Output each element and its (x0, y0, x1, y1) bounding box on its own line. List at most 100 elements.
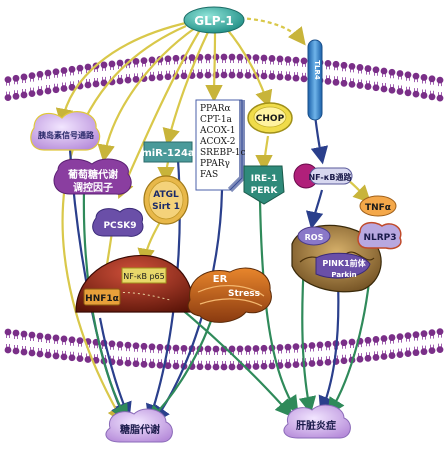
membrane-lipid-head (132, 360, 140, 368)
mir124a-label: miR-124a (141, 148, 194, 159)
membrane-lipid-head (388, 352, 396, 359)
nfkb-p65-label: NF-κB p65 (123, 272, 164, 281)
membrane-lipid-head (228, 363, 236, 371)
membrane-lipid-head (324, 59, 332, 67)
membrane-lipid-head (436, 346, 444, 354)
membrane-lipid-head (372, 66, 380, 74)
membrane-lipid-head (68, 83, 76, 91)
membrane-lipid-head (20, 330, 28, 338)
membrane-lipid-head (428, 93, 436, 101)
membrane-lipid-head (228, 345, 236, 353)
er-stress-node: ER Stress (187, 267, 272, 323)
membrane-lipid-head (12, 347, 20, 355)
arrow-glp1-insulin (55, 20, 191, 127)
membrane-lipid-head (28, 349, 36, 357)
membrane-lipid-head (116, 77, 124, 85)
membrane-lipid-head (364, 354, 372, 362)
membrane-lipid-head (396, 351, 404, 359)
membrane-lipid-head (324, 77, 332, 85)
ros-node: ROS (297, 226, 331, 246)
membrane-lipid-head (60, 353, 68, 361)
membrane-lipid-head (420, 348, 428, 356)
membrane-lipid-head (308, 360, 316, 367)
membrane-lipid-head (140, 57, 148, 64)
membrane-lipid-head (4, 76, 12, 84)
membrane-lipid-head (124, 341, 132, 349)
membrane-lipid-head (116, 59, 124, 67)
liver-inflammation-node: 肝脏炎症 (283, 404, 351, 439)
glucose-regulator-node: 葡萄糖代谢 调控因子 (53, 158, 132, 195)
membrane-lipid-head (172, 54, 180, 62)
membrane-lipid-head (204, 53, 212, 61)
membrane-lipid-head (396, 88, 404, 95)
membrane-lipid-head (436, 94, 444, 102)
membrane-lipid-head (412, 72, 420, 80)
arrow-glp1-mir124a (162, 31, 209, 147)
membrane-lipid-head (260, 54, 268, 62)
membrane-lipid-head (212, 345, 220, 353)
membrane-lipid-head (4, 94, 12, 102)
membrane-lipid-head (428, 329, 436, 337)
membrane-lipid-head (396, 70, 404, 77)
membrane-lipid-head (428, 75, 436, 83)
membrane-lipid-head (412, 331, 420, 339)
arrow-hnf1a-lipid (98, 317, 132, 421)
membrane-lipid-head (68, 336, 76, 344)
nfkb-p65-node: NF-κB p65 (121, 267, 167, 284)
membrane-lipid-head (396, 333, 404, 341)
arrow-glp1-pcsk9 (117, 29, 201, 200)
lipid-metabolism-label: 糖脂代谢 (120, 423, 160, 436)
membrane-lipid-head (324, 358, 332, 366)
membrane-lipid-head (340, 339, 348, 347)
membrane-lipid-head (372, 84, 380, 92)
membrane-lipid-head (164, 55, 172, 63)
membrane-lipid-head (244, 71, 252, 79)
arrow-glp1-glucose (97, 27, 196, 163)
glp1-label: GLP-1 (194, 14, 233, 28)
membrane-lipid-head (332, 60, 340, 68)
membrane-lipid-head (404, 89, 412, 97)
parkin-label: Parkin (331, 271, 356, 279)
membrane-lipid-head (300, 75, 308, 83)
membrane-lipid-head (388, 334, 396, 341)
membrane-lipid-head (204, 345, 212, 353)
gene-list-item: FAS (200, 170, 218, 180)
membrane-lipid-head (204, 71, 212, 79)
lipid-metabolism-node: 糖脂代谢 (105, 408, 173, 443)
pink1-parkin-node: PINK1前体 Parkin (315, 252, 371, 279)
insulin-pathway-node: 胰岛素信号通路 (30, 111, 101, 151)
membrane-lipid-head (340, 79, 348, 87)
membrane-lipid-head (284, 74, 292, 81)
membrane-lipid-head (268, 73, 276, 80)
tlr4-label: TLR4 (313, 60, 321, 80)
membrane-lipid-head (60, 67, 68, 74)
membrane-lipid-head (132, 57, 140, 65)
membrane-lipid-head (292, 361, 300, 369)
membrane-lipid-head (348, 80, 356, 88)
membrane-lipid-head (276, 55, 284, 63)
tnfa-node: TNFα (359, 195, 397, 217)
membrane-lipid-head (244, 345, 252, 353)
membrane-lipid-head (36, 88, 44, 96)
membrane-lipid-head (28, 72, 36, 80)
membrane-lipid-head (156, 73, 164, 81)
membrane-lipid-head (116, 359, 124, 366)
pcsk9-label: PCSK9 (103, 221, 136, 231)
membrane-lipid-head (332, 78, 340, 86)
membrane-lipid-head (76, 337, 84, 345)
membrane-lipid-head (356, 64, 364, 71)
membrane-lipid-head (388, 68, 396, 76)
membrane-lipid-head (228, 71, 236, 79)
membrane-lipid-head (28, 331, 36, 339)
ros-label: ROS (305, 233, 324, 242)
membrane-lipid-head (36, 70, 44, 78)
membrane-lipid-head (260, 344, 268, 352)
membrane-lipid-head (52, 68, 60, 76)
glucose-regulator-line1: 葡萄糖代谢 (67, 168, 118, 181)
membrane-lipid-head (220, 363, 228, 371)
membrane-lipid-head (116, 341, 124, 348)
membrane-lipid-head (236, 363, 244, 371)
